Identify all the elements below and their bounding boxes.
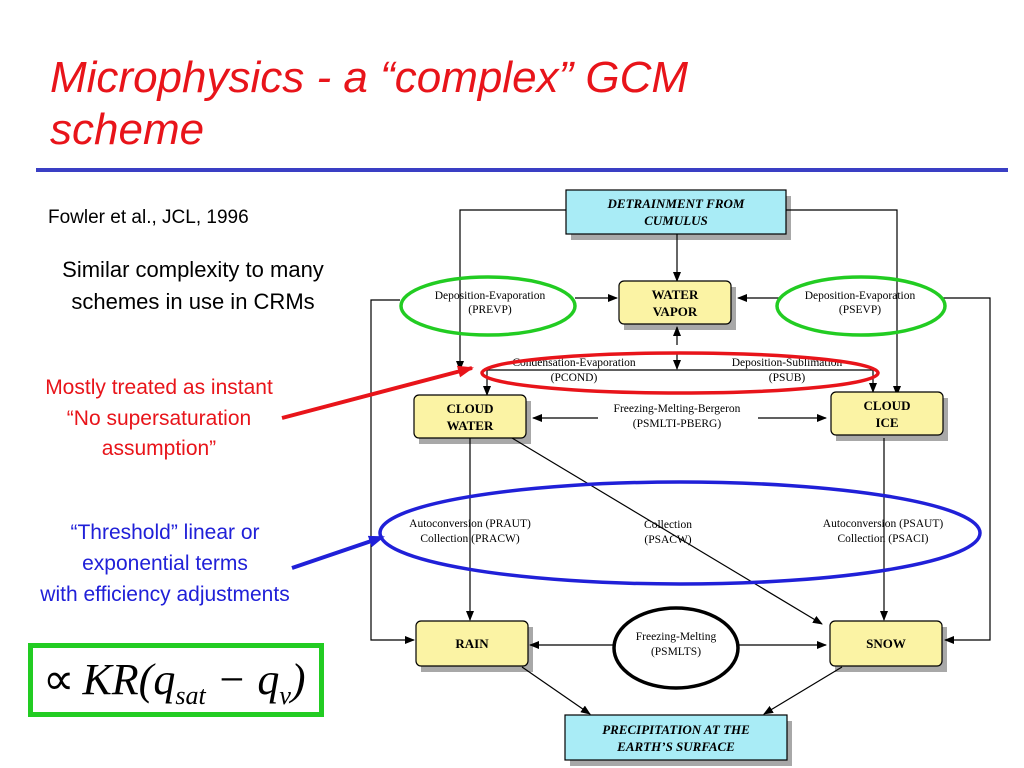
snow-text: SNOW <box>866 636 906 651</box>
similar-complexity-line2: schemes in use in CRMs <box>71 289 315 314</box>
detrainment-text-2: CUMULUS <box>644 213 708 228</box>
blue-callout-arrow <box>291 535 385 570</box>
rain-text: RAIN <box>455 636 489 651</box>
proportional-symbol: ∝ <box>43 655 75 704</box>
proportionality-equation: ∝KR(qsat − qv) <box>28 643 324 717</box>
depevap-right-label-1: Deposition-Evaporation <box>805 290 916 302</box>
depevap-right-label-2: (PSEVP) <box>839 304 881 316</box>
green-ring-right <box>775 275 947 337</box>
autoconv-left-label-2: Collection (PRACW) <box>420 533 520 545</box>
red-callout-arrow <box>281 365 474 420</box>
blue-note-line3: with efficiency adjustments <box>40 583 290 606</box>
red-note-line1: Mostly treated as instant <box>45 376 273 399</box>
precipitation-text-1: PRECIPITATION AT THE <box>602 722 750 737</box>
depevap-left-label-1: Deposition-Evaporation <box>435 290 546 302</box>
water-vapor-box <box>618 280 732 325</box>
left-loop-line <box>370 299 415 644</box>
detrainment-text-1: DETRAINMENT FROM <box>607 196 745 211</box>
autoconv-left-label-1: Autoconversion (PRAUT) <box>409 518 531 530</box>
cloud-water-box <box>413 394 527 439</box>
connector-lines <box>370 209 991 715</box>
equation-sub-v: v <box>279 681 291 710</box>
collection-label-1: Collection <box>644 519 692 531</box>
rain-box <box>415 620 529 667</box>
cloud-ice-text-1: CLOUD <box>864 398 911 413</box>
cloud-ice-box <box>830 391 944 436</box>
autoconv-right-label-2: Collection (PSACI) <box>837 533 928 545</box>
snow-box <box>829 620 943 667</box>
diagram-boxes <box>413 189 944 761</box>
fm-label-2: (PSMLTS) <box>651 646 701 658</box>
slide-title-line1: Microphysics - a “complex” GCM <box>50 53 689 102</box>
collection-label-2: (PSACW) <box>644 534 691 546</box>
right-loop-line <box>943 297 991 644</box>
cloud-water-text-2: WATER <box>447 418 494 433</box>
slide-title-line2: scheme <box>50 105 205 154</box>
psacw-to-snow-line <box>511 437 823 625</box>
equation-minus: − q <box>205 655 280 704</box>
autoconv-right-label-1: Autoconversion (PSAUT) <box>823 518 944 530</box>
blue-ring <box>378 480 982 586</box>
detrainment-box <box>565 189 787 235</box>
blue-note-line1: “Threshold” linear or <box>70 521 260 544</box>
cloud-ice-text-2: ICE <box>875 415 898 430</box>
cond-label-2: (PCOND) <box>551 372 598 384</box>
red-ring <box>480 351 880 395</box>
water-vapor-text-2: VAPOR <box>653 304 698 319</box>
highlight-rings <box>378 275 982 690</box>
precipitation-box <box>564 714 788 761</box>
slide-title: Microphysics - a “complex” GCM scheme <box>50 52 688 156</box>
detrain-left-line <box>456 209 566 371</box>
black-ring <box>612 606 740 690</box>
cloud-water-text-1: CLOUD <box>447 401 494 416</box>
precipitation-text-2: EARTH’S SURFACE <box>616 739 735 754</box>
fmb-label-1: Freezing-Melting-Bergeron <box>614 403 741 415</box>
similar-complexity-line1: Similar complexity to many <box>62 257 324 282</box>
citation: Fowler et al., JCL, 1996 <box>48 207 249 228</box>
depevap-left-label-2: (PREVP) <box>468 304 512 316</box>
title-underline <box>36 168 1008 172</box>
green-ring-left <box>399 275 577 337</box>
fmb-label-2: (PSMLTI-PBERG) <box>633 418 722 430</box>
equation-close: ) <box>290 655 306 704</box>
red-note-line3: assumption” <box>101 437 217 460</box>
water-vapor-text-1: WATER <box>652 287 699 302</box>
blue-note-line2: exponential terms <box>82 552 248 575</box>
fm-label-1: Freezing-Melting <box>636 631 717 643</box>
depsub-label-2: (PSUB) <box>769 372 806 384</box>
snow-to-precip-line <box>763 666 843 715</box>
rain-to-precip-line <box>521 666 591 715</box>
equation-main: KR(q <box>82 655 176 704</box>
red-note-line2: “No supersaturation <box>66 407 252 430</box>
equation-sub-sat: sat <box>175 681 206 710</box>
